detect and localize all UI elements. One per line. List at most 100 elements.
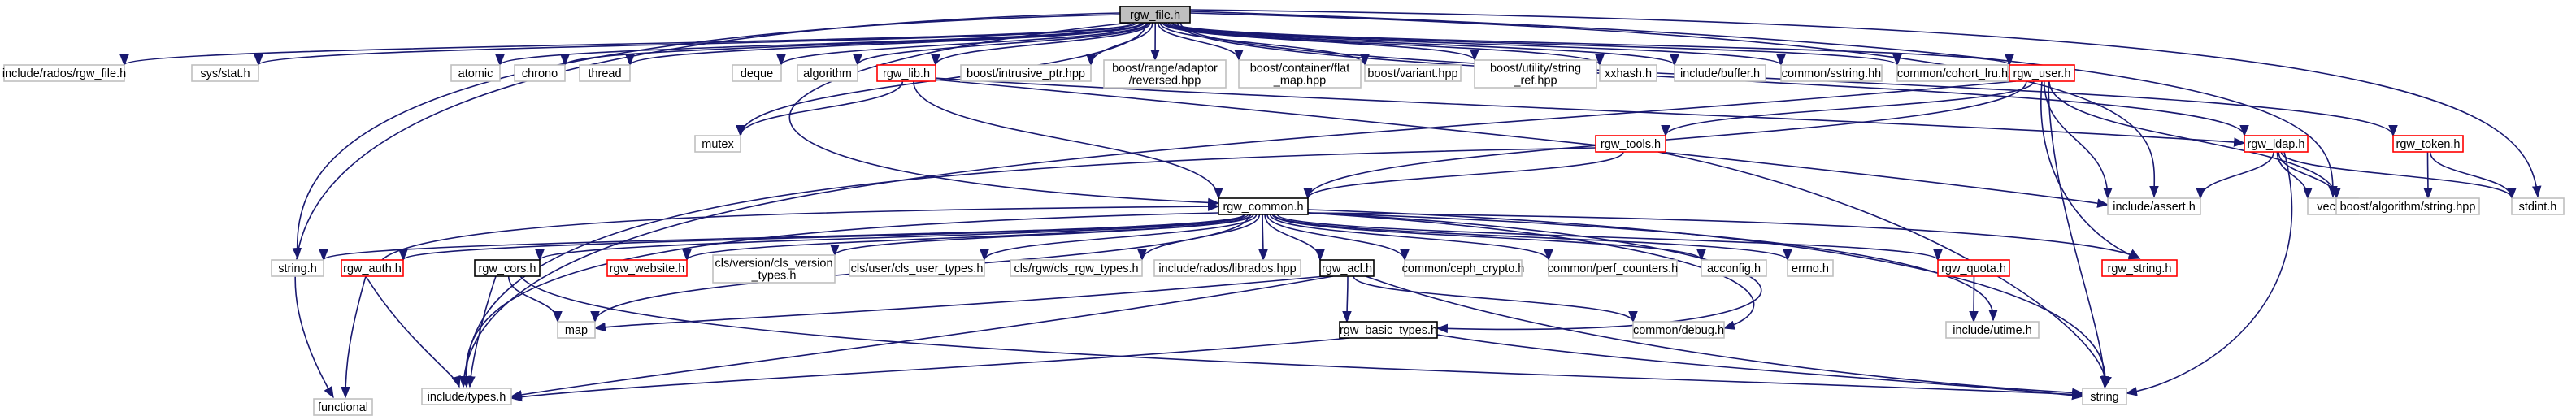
edge-rgw_ldap_h-to-include_assert_h bbox=[2196, 151, 2274, 200]
edge-rgw_common_h-to-rgw_basic_types_h bbox=[1307, 212, 1762, 334]
node-box bbox=[2244, 135, 2309, 153]
node-acconfig-h: acconfig.h bbox=[1701, 259, 1767, 277]
node-common-ceph-crypto: common/ceph_crypto.h bbox=[1402, 259, 1525, 277]
node-thread: thread bbox=[579, 64, 631, 82]
node-label: map bbox=[565, 324, 588, 337]
node-box bbox=[557, 321, 596, 339]
edge-rgw_user_h-to-rgw_string_h bbox=[2040, 80, 2141, 260]
edge-rgw_file_h-to-rgw_user_h bbox=[1172, 22, 2014, 67]
node-algorithm: algorithm bbox=[797, 64, 858, 82]
node-label: include/buffer.h bbox=[1680, 67, 1760, 80]
edge-rgw_ldap_h-to-string bbox=[2125, 151, 2293, 396]
edge-rgw_common_h-to-errno_h bbox=[1273, 214, 1792, 262]
node-box bbox=[1674, 64, 1766, 82]
edge-rgw_auth_h-to-include_types_h bbox=[365, 275, 461, 388]
node-rgw-basic-types-h[interactable]: rgw_basic_types.h bbox=[1339, 321, 1438, 339]
node-label: cls/user/cls_user_types.h bbox=[851, 262, 984, 275]
node-box bbox=[2335, 197, 2480, 215]
node-box bbox=[1632, 321, 1725, 339]
edge-rgw_common_h-to-rgw_cors_h bbox=[535, 214, 1249, 262]
node-label: common/sstring.hh bbox=[1782, 67, 1882, 80]
node-rgw-ldap-h[interactable]: rgw_ldap.h bbox=[2244, 135, 2309, 153]
node-rgw-acl-h[interactable]: rgw_acl.h bbox=[1319, 259, 1375, 277]
node-include-rados-rgw-file-h: include/rados/rgw_file.h bbox=[2, 64, 126, 82]
node-rgw-quota-h[interactable]: rgw_quota.h bbox=[1937, 259, 2010, 277]
node-box bbox=[712, 254, 836, 284]
node-box bbox=[1780, 64, 1883, 82]
edge-rgw_acl_h-to-common_debug_h bbox=[1353, 275, 1638, 323]
node-rgw-tools-h[interactable]: rgw_tools.h bbox=[1595, 135, 1666, 153]
edge-rgw_tools_h-to-include_types_h bbox=[461, 147, 1596, 388]
node-label: include/types.h bbox=[428, 391, 506, 404]
node-rgw-token-h[interactable]: rgw_token.h bbox=[2392, 135, 2464, 153]
edge-rgw_common_h-to-rgw_acl_h bbox=[1264, 214, 1325, 262]
edge-rgw_file_h-to-algorithm bbox=[853, 22, 1149, 67]
node-rgw-user-h[interactable]: rgw_user.h bbox=[2009, 64, 2075, 82]
dependency-nodes: rgw_file.h include/rados/rgw_file.h sys/st… bbox=[2, 6, 2565, 416]
node-box bbox=[313, 398, 373, 416]
node-rgw-auth-h[interactable]: rgw_auth.h bbox=[341, 259, 404, 277]
node-box bbox=[606, 259, 688, 277]
node-box bbox=[1548, 259, 1678, 277]
node-sys-stat-h: sys/stat.h bbox=[191, 64, 259, 82]
node-map: map bbox=[557, 321, 596, 339]
edge-rgw_token_h-to-stdint_h bbox=[2429, 151, 2517, 200]
node-rgw-string-h[interactable]: rgw_string.h bbox=[2101, 259, 2178, 277]
node-box bbox=[1896, 64, 2009, 82]
node-box bbox=[2392, 135, 2464, 153]
edge-rgw_acl_h-to-rgw_basic_types_h bbox=[1342, 275, 1352, 323]
node-label: rgw_token.h bbox=[2396, 138, 2461, 151]
node-box bbox=[1238, 59, 1362, 89]
node-string-h: string.h bbox=[271, 259, 324, 277]
node-label: common/ceph_crypto.h bbox=[1402, 262, 1525, 275]
edge-rgw_lib_h-to-include_assert_h bbox=[934, 79, 2109, 208]
node-label: stdint.h bbox=[2519, 201, 2557, 214]
node-rgw-file-h[interactable]: rgw_file.h bbox=[1119, 6, 1191, 24]
node-errno-h: errno.h bbox=[1787, 259, 1834, 277]
node-label: rgw_tools.h bbox=[1601, 138, 1661, 151]
edge-rgw_acl_h-to-map bbox=[593, 275, 1326, 332]
node-rgw-cors-h[interactable]: rgw_cors.h bbox=[474, 259, 541, 277]
node-label: cls/version/cls_version bbox=[715, 258, 832, 271]
edge-rgw_common_h-to-string bbox=[1307, 209, 2111, 388]
node-rgw-website-h[interactable]: rgw_website.h bbox=[606, 259, 688, 277]
node-label: common/perf_counters.h bbox=[1548, 262, 1678, 275]
node-label: cls/rgw/cls_rgw_types.h bbox=[1014, 262, 1138, 275]
node-label: boost/utility/string bbox=[1490, 63, 1581, 76]
node-label: errno.h bbox=[1792, 262, 1829, 275]
node-atomic: atomic bbox=[450, 64, 501, 82]
node-label: rgw_cors.h bbox=[479, 262, 536, 275]
edge-rgw_user_h-to-rgw_common_h bbox=[1303, 80, 2027, 200]
node-boost-flat-map: boost/container/flat_map.hpp bbox=[1238, 59, 1362, 89]
node-common-cohort-lru: common/cohort_lru.h bbox=[1896, 64, 2009, 82]
node-label: common/debug.h bbox=[1633, 324, 1724, 337]
node-label: rgw_ldap.h bbox=[2248, 138, 2305, 151]
node-label: rgw_file.h bbox=[1130, 9, 1180, 22]
node-label: thread bbox=[588, 67, 621, 80]
node-label: deque bbox=[741, 67, 773, 80]
node-boost-algorithm-string: boost/algorithm/string.hpp bbox=[2335, 197, 2480, 215]
node-rgw-common-h[interactable]: rgw_common.h bbox=[1218, 197, 1309, 215]
edge-rgw_common_h-to-rgw_string_h bbox=[1307, 212, 2141, 259]
node-box bbox=[1153, 259, 1301, 277]
node-boost-intrusive-ptr: boost/intrusive_ptr.hpp bbox=[960, 64, 1092, 82]
edge-rgw_user_h-to-string bbox=[2048, 80, 2109, 388]
edge-rgw_common_h-to-common_ceph_crypto bbox=[1266, 214, 1410, 262]
edge-rgw_file_h-to-common_sstring bbox=[1167, 22, 1786, 67]
node-label: include/rados/rgw_file.h bbox=[2, 67, 126, 80]
edge-rgw_file_h-to-boost_intrusive_ptr bbox=[1086, 22, 1153, 67]
node-label: rgw_quota.h bbox=[1941, 262, 2006, 275]
edge-rgw_tools_h-to-rgw_common_h bbox=[1303, 151, 1624, 200]
node-rgw-lib-h[interactable]: rgw_lib.h bbox=[876, 64, 936, 82]
edge-rgw_file_h-to-common_cohort_lru bbox=[1170, 22, 1902, 67]
node-box bbox=[1937, 259, 2010, 277]
node-box bbox=[1319, 259, 1375, 277]
edge-rgw_ldap_h-to-stdint_h bbox=[2280, 151, 2517, 200]
edge-rgw_ldap_h-to-boost_algorithm_string bbox=[2278, 151, 2341, 200]
node-common-debug-h: common/debug.h bbox=[1632, 321, 1725, 339]
node-xxhash-h: xxhash.h bbox=[1599, 64, 1657, 82]
edge-rgw_user_h-to-boost_algorithm_string bbox=[2048, 80, 2341, 200]
node-box bbox=[1339, 321, 1438, 339]
edge-rgw_file_h-to-rgw_lib_h bbox=[931, 22, 1151, 67]
node-label: string bbox=[2090, 391, 2118, 404]
